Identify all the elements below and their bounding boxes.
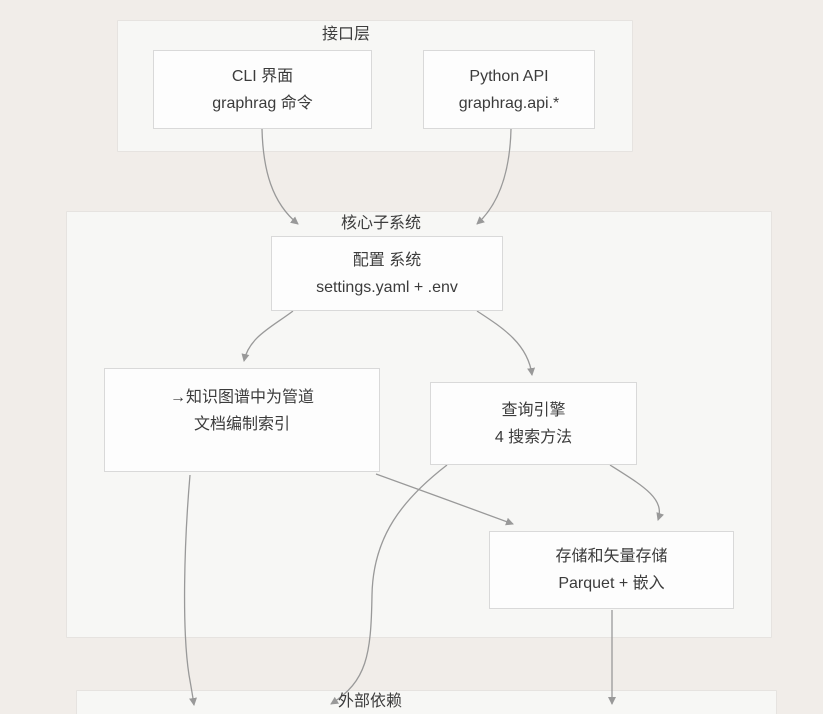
interface-layer-label: 接口层: [322, 26, 371, 43]
node-storage-subtitle: Parquet + 嵌入: [558, 575, 665, 592]
node-index-title: →知识图谱中为管道: [169, 389, 314, 406]
edge-index-to-external: [183, 474, 197, 706]
edge-query-to-storage: [609, 464, 665, 521]
edge-config-to-index: [241, 310, 294, 362]
node-config-title: 配置 系统: [352, 251, 422, 269]
node-query-title: 查询引擎: [501, 401, 566, 419]
core-subsystems-label: 核心子系统: [341, 215, 422, 232]
node-cli-subtitle: graphrag 命令: [212, 94, 313, 112]
node-config-system: 配置 系统 settings.yaml + .env: [271, 236, 503, 311]
node-query-subtitle: 4 搜索方法: [494, 428, 573, 446]
node-python-api: Python API graphrag.api.*: [423, 50, 595, 129]
node-cli-title: CLI 界面: [231, 67, 294, 85]
node-python-subtitle: graphrag.api.*: [458, 94, 560, 112]
node-storage-vector-store: 存储和矢量存储 Parquet + 嵌入: [489, 531, 734, 609]
edge-index-to-storage: [375, 473, 514, 526]
edge-query-to-external: [330, 464, 448, 705]
node-python-title: Python API: [469, 67, 549, 85]
edge-config-to-query: [476, 310, 536, 376]
node-config-subtitle: settings.yaml + .env: [316, 278, 458, 296]
node-cli-interface: CLI 界面 graphrag 命令: [153, 50, 372, 129]
node-index-subtitle: 文档编制索引: [193, 416, 290, 433]
edge-cli-to-config: [261, 128, 299, 225]
node-query-engine: 查询引擎 4 搜索方法: [430, 382, 637, 465]
node-storage-title: 存储和矢量存储: [555, 548, 668, 565]
external-dependencies-label: 外部依赖: [338, 693, 403, 710]
edge-python-to-config: [476, 128, 512, 225]
node-indexing-pipeline: →知识图谱中为管道 文档编制索引: [104, 368, 380, 472]
